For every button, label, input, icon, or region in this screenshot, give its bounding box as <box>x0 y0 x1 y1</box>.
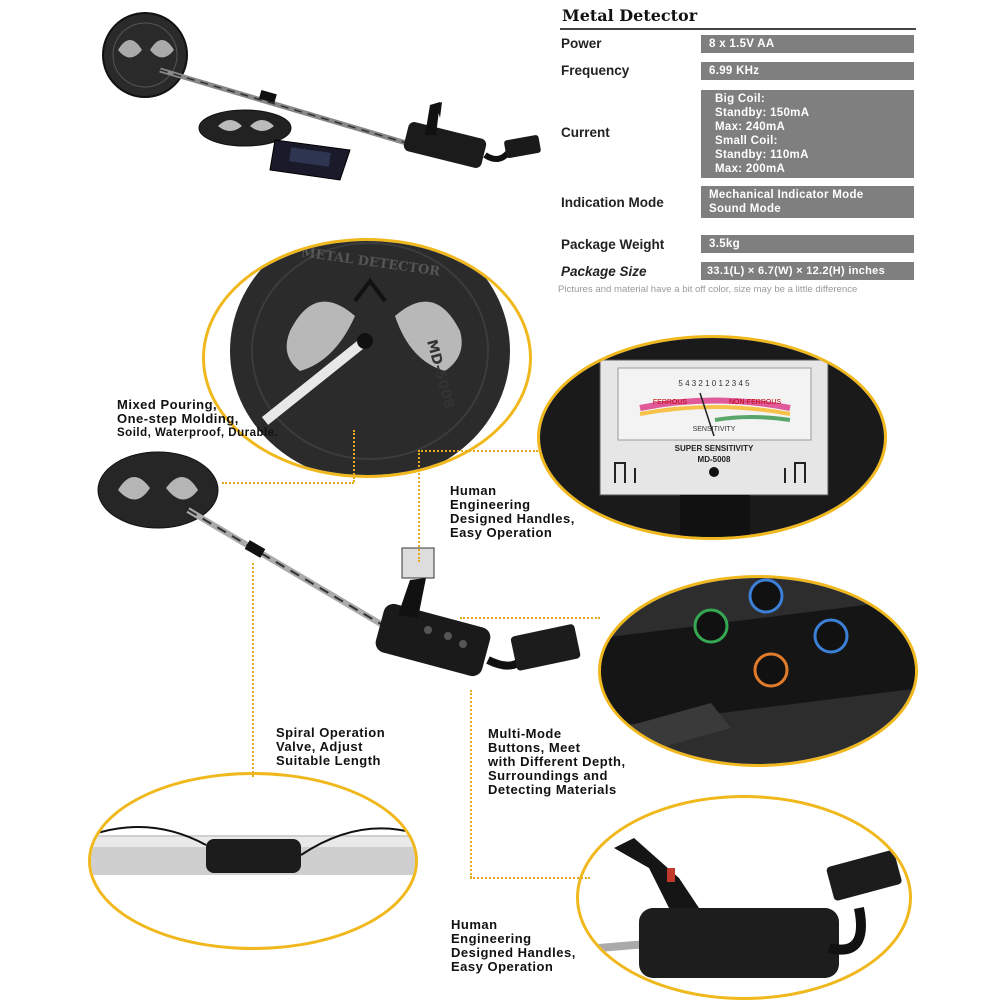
callout-line: Suitable Length <box>276 753 381 768</box>
meter-sensitivity-label: SENSITIVITY <box>693 426 736 433</box>
spec-line: 3.5kg <box>709 238 740 250</box>
spec-value-indication: Mechanical Indicator Mode Sound Mode <box>701 186 914 218</box>
callout-line: with Different Depth, <box>488 754 626 769</box>
buttons-closeup <box>598 575 918 767</box>
spec-note: Pictures and material have a bit off col… <box>558 284 858 295</box>
spec-line: Big Coil: <box>715 93 765 105</box>
spec-line: Standby: 150mA <box>715 107 810 119</box>
handle-closeup <box>576 795 912 1000</box>
callout-line: Designed Handles, <box>450 511 575 526</box>
leader-line <box>222 482 354 484</box>
spec-value-power: 8 x 1.5V AA <box>701 35 914 53</box>
callout-handle-top: Human Engineering Designed Handles, Easy… <box>450 484 575 540</box>
spec-line: Max: 200mA <box>715 163 786 175</box>
meter-nonferrous-label: NON-FERROUS <box>729 399 781 406</box>
spec-line: 8 x 1.5V AA <box>709 38 775 50</box>
spec-line: Small Coil: <box>715 135 778 147</box>
product-overview-image <box>102 12 541 181</box>
spec-line: Mechanical Indicator Mode <box>709 189 864 201</box>
spec-label-current: Current <box>561 125 610 140</box>
spec-label-indication: Indication Mode <box>561 195 664 210</box>
callout-line: Detecting Materials <box>488 782 617 797</box>
callout-handle-bottom: Human Engineering Designed Handles, Easy… <box>451 918 576 974</box>
leader-line <box>353 430 355 482</box>
spec-label-size: Package Size <box>561 264 647 279</box>
spec-line: 6.99 KHz <box>709 65 760 77</box>
leader-line <box>470 877 590 879</box>
callout-line: Human <box>450 483 497 498</box>
coil-closeup: METAL DETECTOR MD-5008 <box>202 238 532 478</box>
leader-line <box>418 450 538 452</box>
callout-line: Mixed Pouring, <box>117 397 218 412</box>
leader-line <box>252 563 254 777</box>
meter-ferrous-label: FERROUS <box>653 399 688 406</box>
spiral-closeup <box>88 772 418 950</box>
spec-line: 33.1(L) × 6.7(W) × 12.2(H) inches <box>707 265 886 277</box>
callout-line: Human <box>451 917 498 932</box>
callout-line: Easy Operation <box>451 959 554 974</box>
callout-line: Spiral Operation <box>276 725 386 740</box>
title-divider <box>560 28 916 30</box>
leader-line <box>460 617 600 619</box>
spec-line: Sound Mode <box>709 203 781 215</box>
callout-line: Surroundings and <box>488 768 608 783</box>
callout-line: Designed Handles, <box>451 945 576 960</box>
callout-line: Buttons, Meet <box>488 740 581 755</box>
callout-spiral: Spiral Operation Valve, Adjust Suitable … <box>276 726 385 768</box>
callout-line: Engineering <box>450 497 531 512</box>
spec-label-power: Power <box>561 36 602 51</box>
spec-value-frequency: 6.99 KHz <box>701 62 914 80</box>
spec-value-size: 33.1(L) × 6.7(W) × 12.2(H) inches <box>701 262 914 280</box>
callout-line: Soild, Waterproof, Durable. <box>117 427 279 439</box>
callout-coil: Mixed Pouring, One-step Molding, Soild, … <box>117 398 278 440</box>
callout-line: Valve, Adjust <box>276 739 363 754</box>
spec-line: Max: 240mA <box>715 121 786 133</box>
callout-buttons: Multi-Mode Buttons, Meet with Different … <box>488 727 626 797</box>
meter-super-label: SUPER SENSITIVITY <box>675 444 754 453</box>
spec-value-weight: 3.5kg <box>701 235 914 253</box>
leader-line <box>470 690 472 878</box>
callout-line: One-step Molding, <box>117 411 239 426</box>
meter-model-label: MD-5008 <box>698 455 731 464</box>
callout-line: Easy Operation <box>450 525 553 540</box>
spec-value-current: Big Coil: Standby: 150mA Max: 240mA Smal… <box>701 90 914 178</box>
detector-main-image <box>97 451 581 677</box>
leader-line <box>418 450 420 562</box>
callout-line: Engineering <box>451 931 532 946</box>
spec-title: Metal Detector <box>562 6 698 25</box>
meter-closeup: 5 4 3 2 1 0 1 2 3 4 5 FERROUS NON-FERROU… <box>537 335 887 540</box>
spec-label-frequency: Frequency <box>561 63 630 78</box>
callout-line: Multi-Mode <box>488 726 562 741</box>
spec-label-weight: Package Weight <box>561 237 665 252</box>
spec-line: Standby: 110mA <box>715 149 809 161</box>
meter-scale: 5 4 3 2 1 0 1 2 3 4 5 <box>678 379 750 388</box>
